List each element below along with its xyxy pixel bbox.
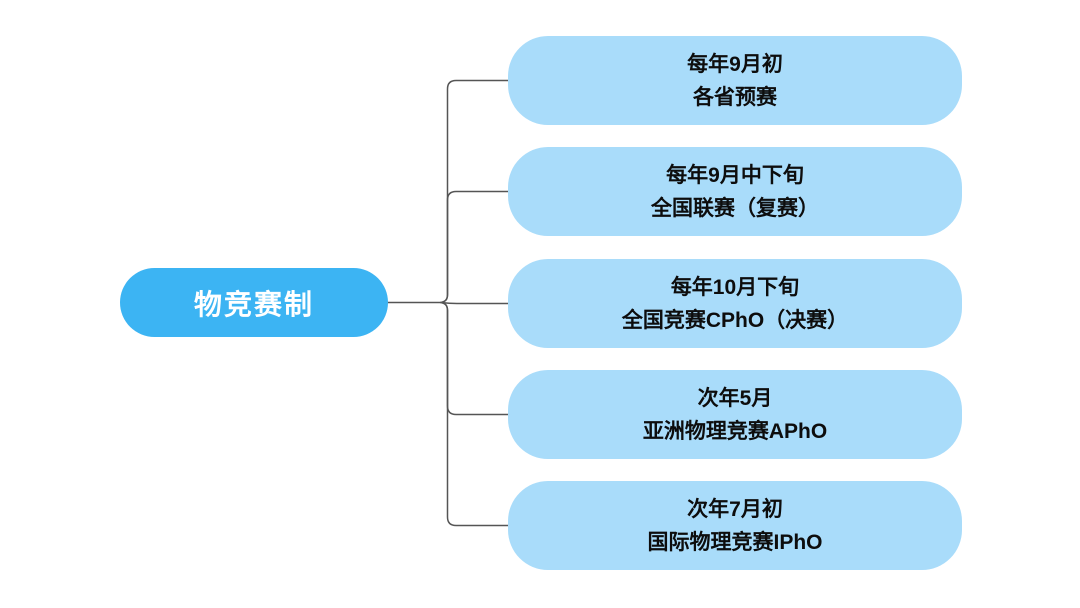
branch-node-national-league[interactable]: 每年9月中下旬 全国联赛（复赛） [508,147,962,236]
branch-time: 每年9月中下旬 [666,163,804,187]
branch-title: 全国竞赛CPhO（决赛） [621,308,849,332]
branch-title: 全国联赛（复赛） [651,196,819,220]
branch-node-ipho[interactable]: 次年7月初 国际物理竞赛IPhO [508,481,962,570]
root-node-label: 物竞赛制 [193,288,314,320]
branch-time: 次年5月 [697,386,773,410]
connector-branch-4 [440,301,509,416]
root-node[interactable]: 物竞赛制 [120,268,388,337]
connector-branch-3 [440,301,509,305]
branch-title: 亚洲物理竞赛APhO [642,419,828,443]
branch-node-apho[interactable]: 次年5月 亚洲物理竞赛APhO [508,370,962,459]
connector-branch-5 [440,301,509,527]
branch-title: 国际物理竞赛IPhO [647,530,823,554]
branch-time: 次年7月初 [687,497,783,521]
branch-time: 每年10月下旬 [670,275,800,299]
connector-branch-1 [440,79,509,304]
branch-time: 每年9月初 [687,52,783,76]
branch-title: 各省预赛 [693,85,777,109]
connector-branch-2 [440,190,509,304]
branch-node-provincial-preliminary[interactable]: 每年9月初 各省预赛 [508,36,962,125]
branch-node-cpho-final[interactable]: 每年10月下旬 全国竞赛CPhO（决赛） [508,259,962,348]
